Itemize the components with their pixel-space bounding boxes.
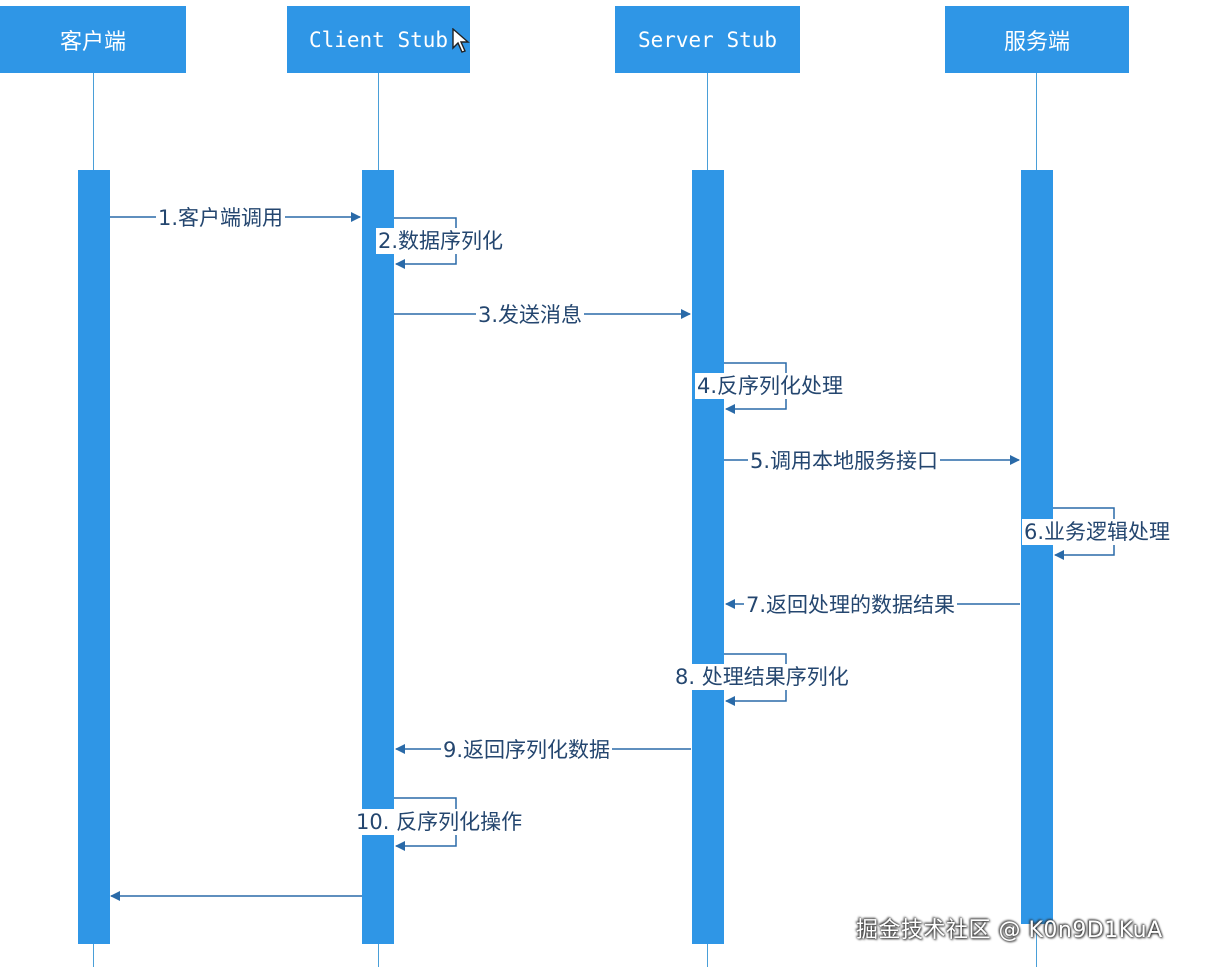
participant-server: 服务端 — [945, 6, 1129, 73]
message-8: 8. 处理结果序列化 — [673, 664, 851, 690]
message-4: 4.反序列化处理 — [695, 373, 846, 399]
activation-client — [78, 170, 110, 944]
activation-server-stub — [692, 170, 724, 944]
message-1: 1.客户端调用 — [156, 205, 286, 231]
watermark: 掘金技术社区 @ K0n9D1KuA — [856, 918, 1163, 943]
activation-server — [1021, 170, 1053, 924]
message-10: 10. 反序列化操作 — [354, 809, 525, 835]
participant-server-stub: Server Stub — [615, 6, 800, 73]
message-7: 7.返回处理的数据结果 — [744, 592, 958, 618]
participant-client: 客户端 — [0, 6, 186, 73]
message-3: 3.发送消息 — [476, 302, 585, 328]
participant-client-stub: Client Stub — [287, 6, 470, 73]
mouse-cursor-icon — [452, 28, 470, 53]
message-9: 9.返回序列化数据 — [441, 737, 613, 763]
message-2: 2.数据序列化 — [376, 228, 506, 254]
message-6: 6.业务逻辑处理 — [1022, 519, 1173, 545]
message-5: 5.调用本地服务接口 — [748, 448, 941, 474]
